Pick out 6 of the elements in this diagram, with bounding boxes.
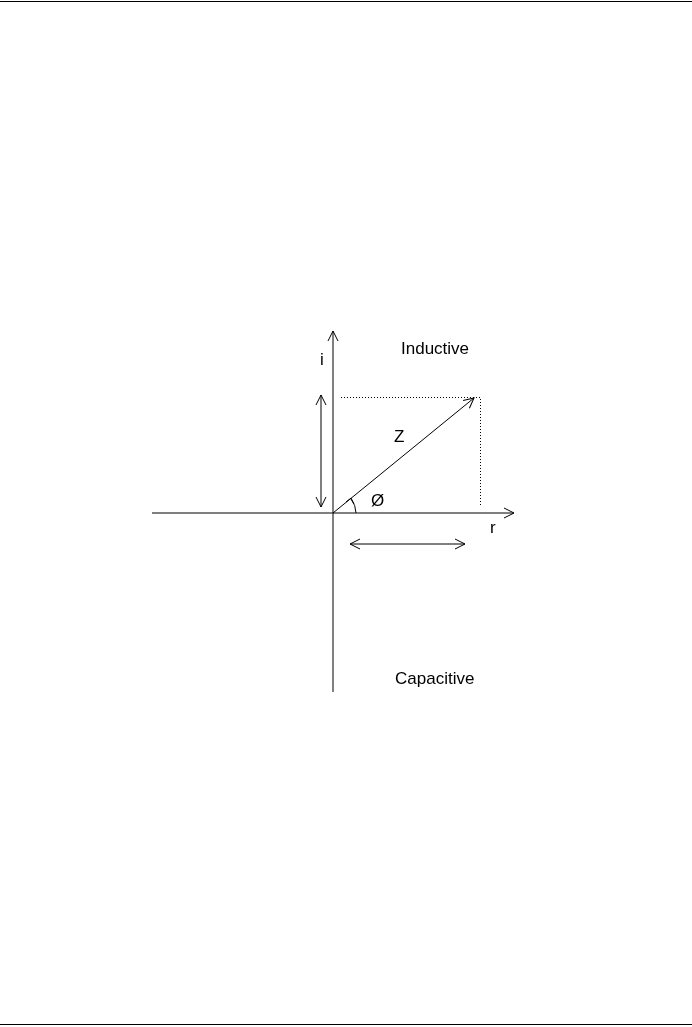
axis-label: i [320,351,324,368]
vector-label: Z [394,428,405,445]
region-label: Capacitive [395,670,475,687]
axis-label: r [490,519,496,536]
region-label: Inductive [401,340,470,357]
angle-label: Ø [371,492,385,509]
